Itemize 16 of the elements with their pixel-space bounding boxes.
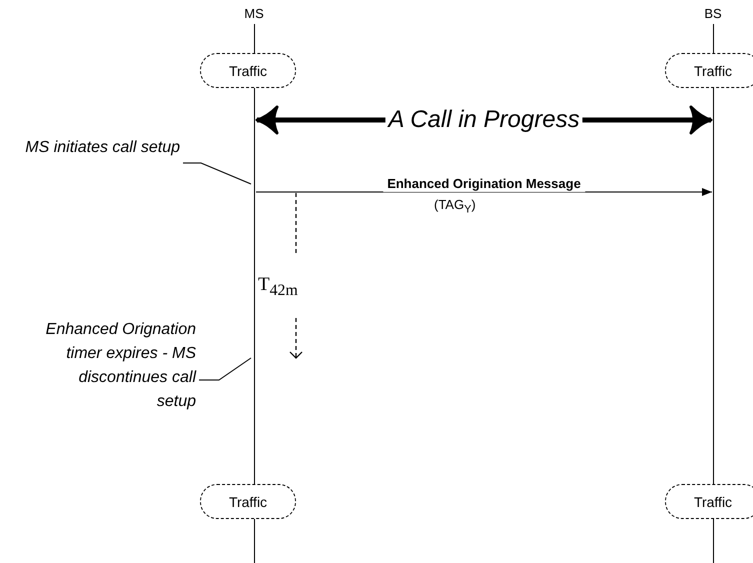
annotation-text: Enhanced Orignation timer expires - MS discontinues call setup [40,318,196,442]
lifeline-label: BS [693,6,733,24]
state-box: Traffic [665,484,753,519]
message-parameter: (TAG$_{Y}$) [434,197,476,216]
leader-line [182,162,252,184]
lifeline-label: MS [234,6,274,24]
message-arrow [256,188,712,196]
state-box: Traffic [200,484,296,519]
leader-line [198,358,252,380]
state-box: Traffic [200,53,296,88]
edge-label: Enhanced Origination Message [383,176,585,192]
lifeline [713,24,714,563]
annotation-text: MS initiates call setup [20,136,180,182]
state-box: Traffic [665,53,753,88]
lifeline [254,24,255,563]
timer-label: T$_{42m}$ [258,274,298,300]
